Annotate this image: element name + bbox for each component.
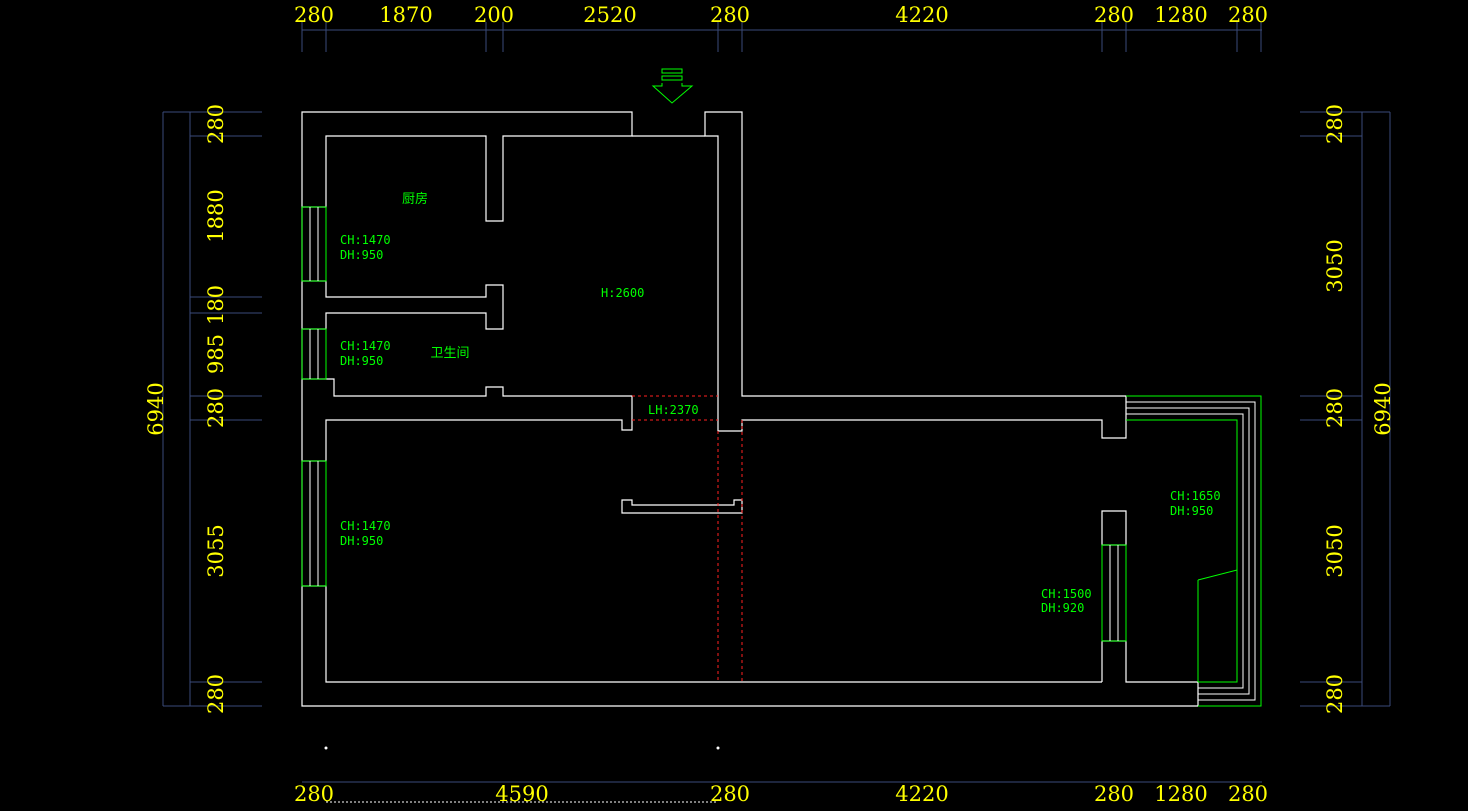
dim-top-7: 1280 — [1154, 3, 1207, 27]
window-4-dh: DH:950 — [1170, 504, 1213, 518]
window-1-ch: CH:1470 — [340, 233, 391, 247]
dim-left-0: 280 — [204, 104, 228, 144]
dim-right-2: 280 — [1323, 388, 1347, 428]
window-4-ch: CH:1650 — [1170, 489, 1221, 503]
window-5-ch: CH:1500 — [1041, 587, 1092, 601]
dim-left-3: 985 — [204, 334, 228, 374]
dim-top-3: 2520 — [583, 3, 636, 27]
beam-height-label: LH:2370 — [648, 403, 699, 417]
dim-bottom-0: 280 — [294, 782, 334, 806]
dim-left-total: 6940 — [144, 382, 168, 435]
dim-left-5: 3055 — [204, 524, 228, 577]
window-bay — [1126, 395, 1262, 707]
bottom-dimensions: 280 4590 280 4220 280 1280 280 — [294, 782, 1268, 806]
window-living — [1101, 544, 1127, 642]
dim-bottom-2: 280 — [710, 782, 750, 806]
dim-top-0: 280 — [294, 3, 334, 27]
dim-top-4: 280 — [710, 3, 750, 27]
bathroom-label: 卫生间 — [430, 346, 469, 361]
window-2-ch: CH:1470 — [340, 339, 391, 353]
dim-left-6: 280 — [204, 674, 228, 714]
dim-left-2: 180 — [204, 285, 228, 325]
kitchen-label: 厨房 — [402, 191, 428, 207]
window-3-dh: DH:950 — [340, 534, 383, 548]
dim-bottom-1: 4590 — [495, 782, 548, 806]
dim-right-total: 6940 — [1371, 382, 1395, 435]
window-5-dh: DH:920 — [1041, 601, 1084, 615]
window-bathroom — [301, 328, 327, 380]
dim-top-5: 4220 — [895, 3, 948, 27]
right-dimensions: 6940 280 3050 280 3050 280 — [1323, 104, 1395, 714]
window-kitchen — [301, 206, 327, 282]
grid-markers — [324, 746, 720, 750]
dim-right-1: 3050 — [1323, 239, 1347, 292]
dim-right-0: 280 — [1323, 104, 1347, 144]
window-2-dh: DH:950 — [340, 354, 383, 368]
window-bedroom — [301, 460, 327, 587]
dim-bottom-4: 280 — [1094, 782, 1134, 806]
dim-top-8: 280 — [1228, 3, 1268, 27]
entrance-arrow-icon — [651, 68, 694, 104]
dim-top-2: 200 — [474, 3, 514, 27]
dim-top-1: 1870 — [379, 3, 432, 27]
dim-bottom-6: 280 — [1228, 782, 1268, 806]
dim-bottom-3: 4220 — [895, 782, 948, 806]
ceiling-height-label: H:2600 — [601, 286, 644, 300]
dim-left-1: 1880 — [204, 189, 228, 242]
dim-right-4: 280 — [1323, 674, 1347, 714]
top-dimensions: 280 1870 200 2520 280 4220 280 1280 280 — [294, 3, 1268, 27]
dim-bottom-5: 1280 — [1154, 782, 1207, 806]
window-1-dh: DH:950 — [340, 248, 383, 262]
dim-top-6: 280 — [1094, 3, 1134, 27]
dimension-lines — [162, 22, 1391, 803]
dim-left-4: 280 — [204, 388, 228, 428]
dim-right-3: 3050 — [1323, 524, 1347, 577]
left-dimensions: 6940 280 1880 180 985 280 3055 280 — [144, 104, 228, 714]
windows — [301, 206, 1262, 707]
walls — [301, 111, 1199, 707]
beam-lines — [632, 395, 743, 682]
window-3-ch: CH:1470 — [340, 519, 391, 533]
